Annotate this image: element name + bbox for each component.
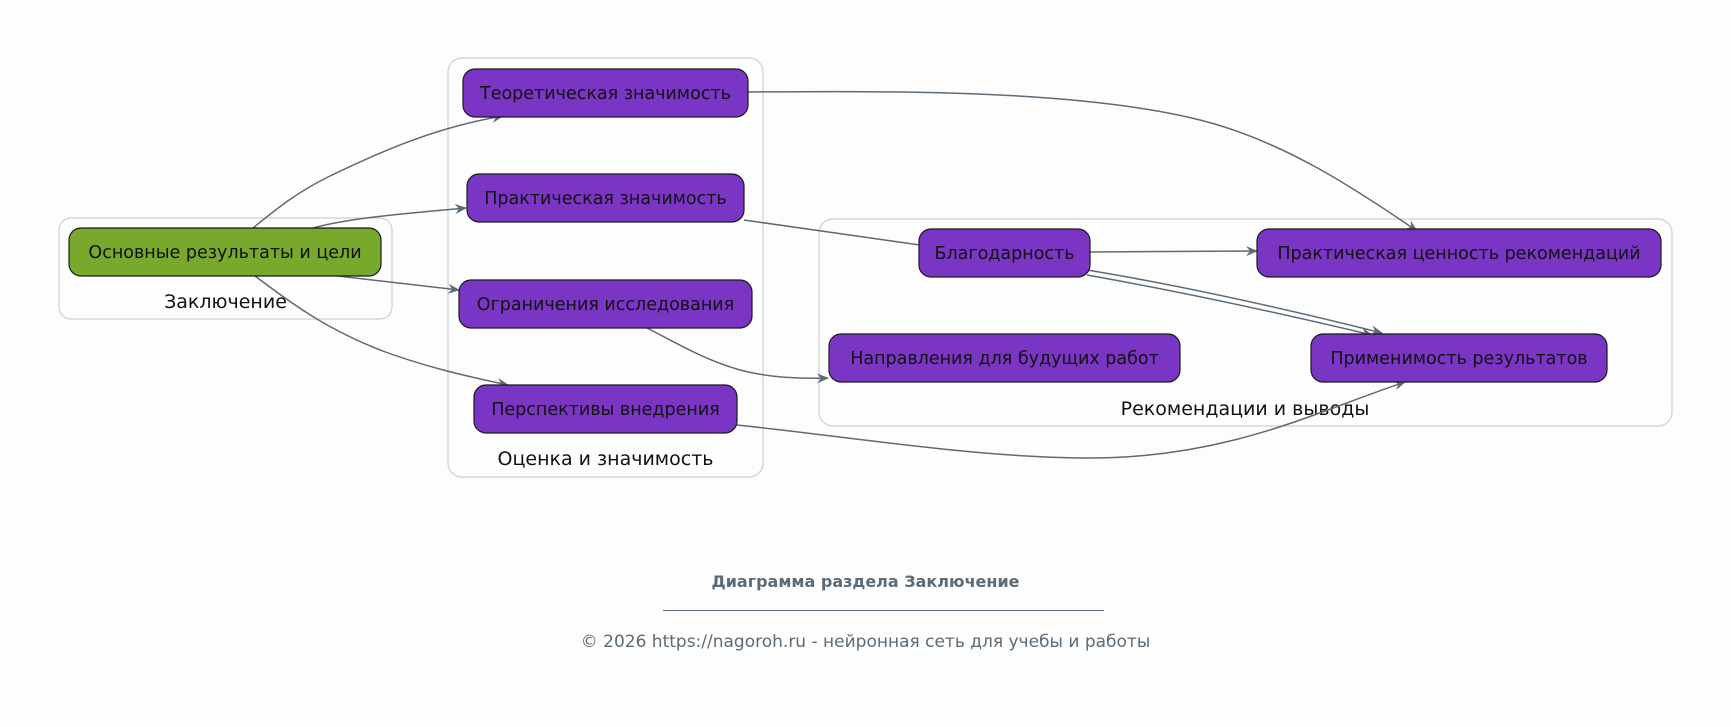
node-theoretical-label: Теоретическая значимость — [479, 84, 731, 104]
cluster-evaluation: Оценка и значимость — [447, 57, 764, 478]
node-practical-box[interactable] — [466, 173, 745, 223]
edge-limitations-to-future-work — [646, 327, 829, 384]
edges — [252, 90, 1418, 459]
node-future-work-label: Направления для будущих работ — [850, 349, 1159, 369]
node-applicability-label: Применимость результатов — [1330, 349, 1587, 369]
cluster-evaluation-label: Оценка и значимость — [498, 448, 714, 470]
cluster-evaluation-border — [447, 57, 764, 478]
cluster-recommendations: Рекомендации и выводы — [818, 218, 1673, 427]
node-practical-value[interactable]: Практическая ценность рекомендаций — [1256, 228, 1662, 278]
node-future-work-box[interactable] — [828, 333, 1181, 383]
node-theoretical-box[interactable] — [462, 68, 749, 118]
node-theoretical[interactable]: Теоретическая значимость — [462, 68, 749, 118]
edge-main-to-prospects — [254, 275, 509, 388]
edge-practical-to-gratitude — [743, 219, 921, 246]
edge-gratitude-to-applicability-2 — [1086, 274, 1373, 338]
node-gratitude-box[interactable] — [918, 228, 1091, 278]
node-prospects-box[interactable] — [473, 384, 738, 434]
node-limitations-label: Ограничения исследования — [477, 295, 734, 315]
cluster-conclusion: Заключение — [58, 217, 393, 320]
copyright-text: © 2026 https://nagoroh.ru - нейронная се… — [580, 632, 1151, 652]
node-limitations[interactable]: Ограничения исследования — [458, 279, 753, 329]
node-future-work[interactable]: Направления для будущих работ — [828, 333, 1181, 383]
edge-theoretical-to-practical-value — [747, 90, 1418, 232]
diagram-caption: Диаграмма раздела Заключение — [711, 572, 1020, 591]
edge-gratitude-to-applicability-1 — [1086, 269, 1383, 336]
cluster-recommendations-border — [818, 218, 1673, 427]
node-prospects[interactable]: Перспективы внедрения — [473, 384, 738, 434]
node-practical[interactable]: Практическая значимость — [466, 173, 745, 223]
edge-main-to-theoretical — [252, 112, 504, 229]
node-applicability[interactable]: Применимость результатов — [1310, 333, 1608, 383]
edge-gratitude-to-practical-value — [1089, 246, 1258, 257]
node-applicability-box[interactable] — [1310, 333, 1608, 383]
cluster-recommendations-label: Рекомендации и выводы — [1121, 398, 1370, 420]
node-gratitude-label: Благодарность — [934, 244, 1074, 264]
edge-main-to-practical — [312, 204, 467, 229]
node-main-results-box[interactable] — [68, 227, 382, 277]
node-limitations-box[interactable] — [458, 279, 753, 329]
edge-main-to-limitations — [337, 275, 460, 294]
node-gratitude[interactable]: Благодарность — [918, 228, 1091, 278]
node-main-results[interactable]: Основные результаты и цели — [68, 227, 382, 277]
cluster-conclusion-label: Заключение — [164, 291, 287, 313]
node-practical-value-box[interactable] — [1256, 228, 1662, 278]
node-practical-value-label: Практическая ценность рекомендаций — [1277, 244, 1640, 264]
cluster-conclusion-border — [58, 217, 393, 320]
footer-divider — [663, 610, 1104, 611]
node-prospects-label: Перспективы внедрения — [491, 400, 720, 420]
edge-prospects-to-applicability — [736, 380, 1406, 459]
node-main-results-label: Основные результаты и цели — [88, 243, 361, 263]
node-practical-label: Практическая значимость — [484, 189, 726, 209]
